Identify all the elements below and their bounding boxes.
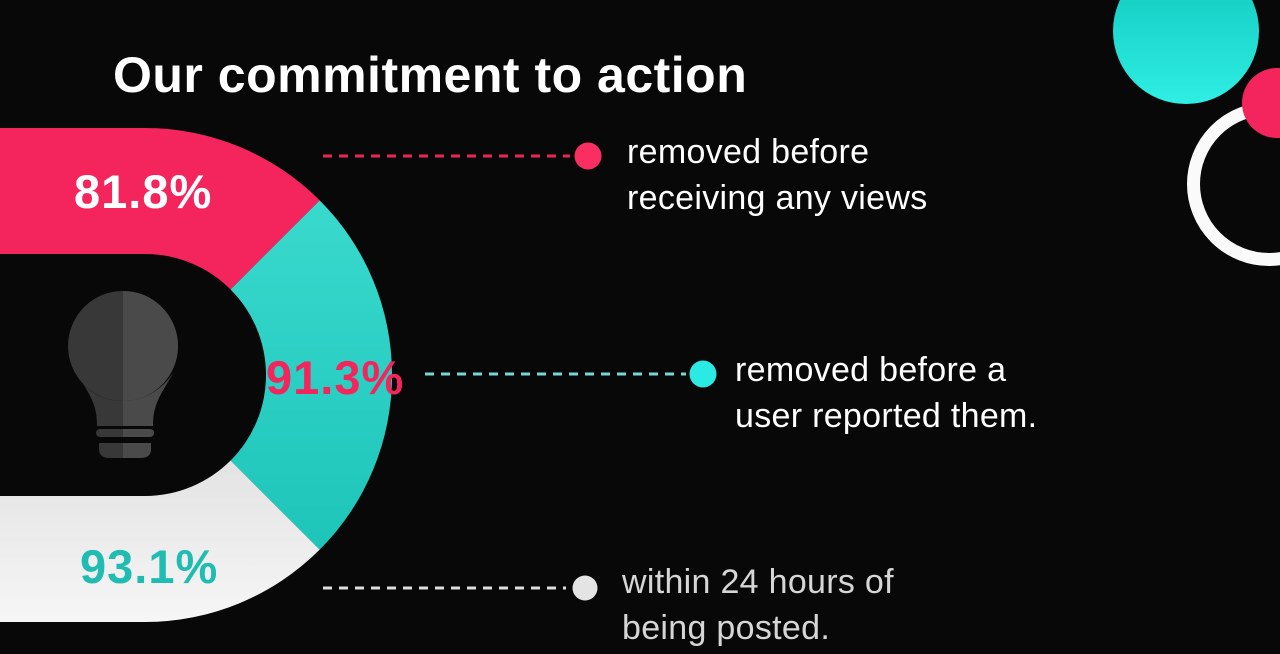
- legend-text-line: receiving any views: [627, 179, 928, 217]
- donut-chart: [0, 128, 393, 622]
- legend-text-line: within 24 hours of: [622, 563, 894, 601]
- value-label-93-1: 93.1%: [80, 540, 219, 593]
- legend-text-line: being posted.: [622, 609, 831, 647]
- decorative-circles: [1113, 0, 1280, 266]
- legend-dot-white: [572, 575, 598, 601]
- lightbulb-icon: [68, 291, 178, 458]
- legend-text-line: user reported them.: [735, 397, 1038, 435]
- value-label-81-8: 81.8%: [74, 165, 213, 218]
- legend-text-line: removed before a: [735, 351, 1007, 389]
- legend-item-removed-before-views: removed before receiving any views: [627, 129, 928, 221]
- page-title: Our commitment to action: [113, 47, 748, 103]
- decor-circle-pink-icon: [1242, 68, 1280, 138]
- segment-within-24-hours: [0, 460, 320, 622]
- legend-item-within-24-hours: within 24 hours of being posted.: [622, 559, 894, 651]
- legend-text-line: removed before: [627, 133, 870, 171]
- legend-dot-teal: [689, 360, 717, 388]
- decor-circle-teal-icon: [1113, 0, 1259, 104]
- value-label-91-3: 91.3%: [266, 351, 405, 404]
- segment-removed-before-report: [230, 200, 393, 550]
- segment-removed-before-views: [0, 128, 320, 290]
- legend-dot-pink: [574, 142, 602, 170]
- legend-item-removed-before-report: removed before a user reported them.: [735, 347, 1037, 439]
